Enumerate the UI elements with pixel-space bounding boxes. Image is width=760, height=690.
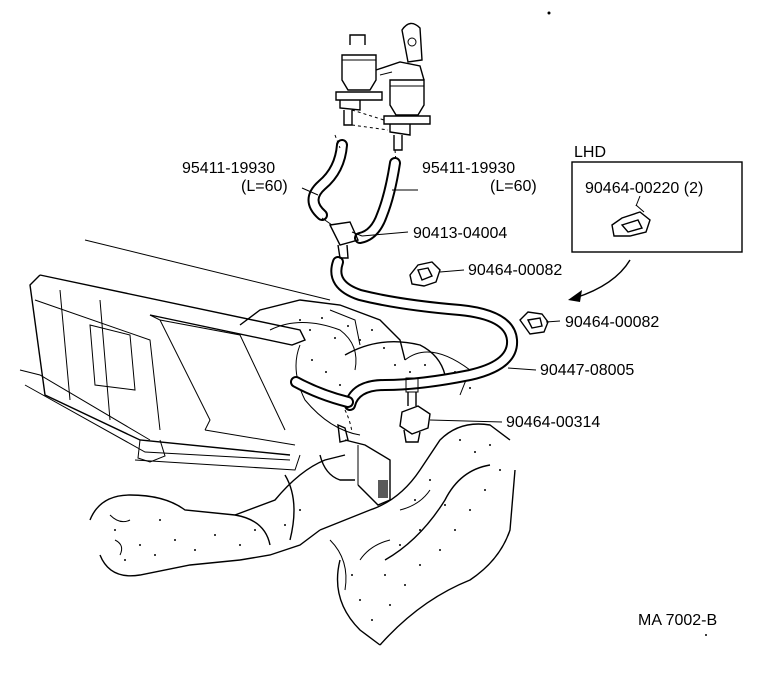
part-note-hose-left: (L=60) bbox=[241, 178, 288, 195]
inset-title: LHD bbox=[574, 144, 606, 161]
part-label-clamp-b: 90464-00082 bbox=[565, 314, 659, 331]
intake-manifold bbox=[19, 239, 471, 471]
air-duct bbox=[89, 423, 516, 646]
lhd-inset bbox=[568, 161, 743, 302]
part-label-hose-right: 95411-19930 bbox=[422, 160, 515, 177]
vsv-solenoids bbox=[335, 22, 431, 151]
part-label-hose-left: 95411-19930 bbox=[182, 160, 275, 177]
leader-lines bbox=[301, 187, 641, 423]
lhd-inset-frame bbox=[571, 161, 743, 253]
part-label-hose-long: 90447-08005 bbox=[540, 362, 634, 379]
part-label-clamp-a: 90464-00082 bbox=[468, 262, 562, 279]
duct-shading bbox=[114, 317, 501, 621]
inset-part-label: 90464-00220 (2) bbox=[585, 180, 703, 197]
arrow-head-icon bbox=[568, 290, 582, 302]
part-label-connector: 90413-04004 bbox=[413, 225, 507, 242]
t-connector bbox=[321, 217, 363, 259]
part-note-hose-right: (L=60) bbox=[490, 178, 537, 195]
diagram-code: MA 7002-B bbox=[638, 612, 717, 629]
vacuum-hoses bbox=[290, 134, 519, 433]
part-label-clamp-c: 90464-00314 bbox=[506, 414, 600, 431]
